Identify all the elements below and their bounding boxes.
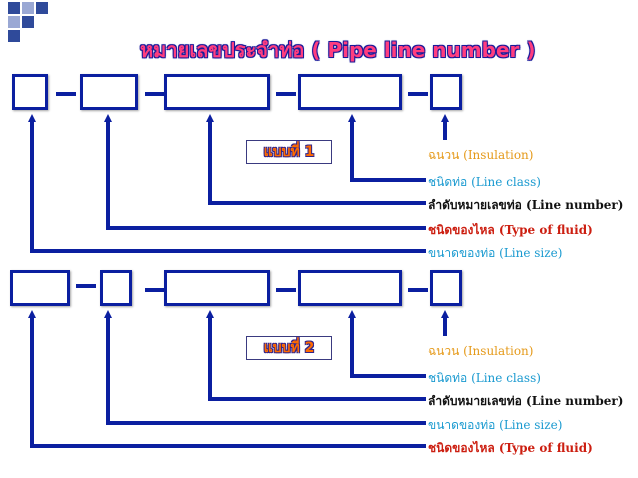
size-box-2 [100, 270, 132, 306]
separator-1c [276, 92, 296, 96]
fluid-box-2 [10, 270, 70, 306]
label-insulation-2: ฉนวน (Insulation) [428, 344, 534, 358]
label-insulation-1: ฉนวน (Insulation) [428, 148, 534, 162]
line-number-box-1 [164, 74, 270, 110]
insulation-box-1 [430, 74, 462, 110]
connector-size-1 [28, 114, 426, 253]
label-line-number-2: ลำดับหมายเลขท่อ (Line number) [428, 394, 624, 408]
label-line-number-1: ลำดับหมายเลขท่อ (Line number) [428, 198, 624, 212]
separator-1a [56, 92, 76, 96]
badge-type-2: แบบที่ 2 [246, 336, 332, 360]
label-line-class-1: ชนิดท่อ (Line class) [428, 175, 541, 189]
separator-2a [76, 284, 96, 288]
page-title: หมายเลขประจำท่อ ( Pipe line number ) [140, 38, 536, 62]
line-number-box-2 [164, 270, 270, 306]
size-box-1 [12, 74, 48, 110]
fluid-box-1 [80, 74, 138, 110]
connector-line-class-1 [348, 114, 426, 182]
label-fluid-2: ชนิดของไหล (Type of fluid) [428, 441, 593, 455]
connector-line-number-2 [206, 310, 426, 401]
connector-line-number-1 [206, 114, 426, 205]
label-size-1: ขนาดของท่อ (Line size) [428, 246, 563, 260]
label-line-class-2: ชนิดท่อ (Line class) [428, 371, 541, 385]
insulation-box-2 [430, 270, 462, 306]
separator-1b [145, 92, 165, 96]
line-class-box-2 [298, 270, 402, 306]
separator-2d [408, 288, 428, 292]
line-class-box-1 [298, 74, 402, 110]
connector-fluid-1 [104, 114, 426, 230]
connector-fluid-2 [28, 310, 426, 448]
connector-line-class-2 [348, 310, 426, 378]
separator-2c [276, 288, 296, 292]
label-size-2: ขนาดของท่อ (Line size) [428, 418, 563, 432]
badge-type-1: แบบที่ 1 [246, 140, 332, 164]
connector-size-2 [104, 310, 426, 425]
corner-decoration [0, 0, 60, 42]
separator-2b [145, 288, 165, 292]
label-fluid-1: ชนิดของไหล (Type of fluid) [428, 223, 593, 237]
separator-1d [408, 92, 428, 96]
